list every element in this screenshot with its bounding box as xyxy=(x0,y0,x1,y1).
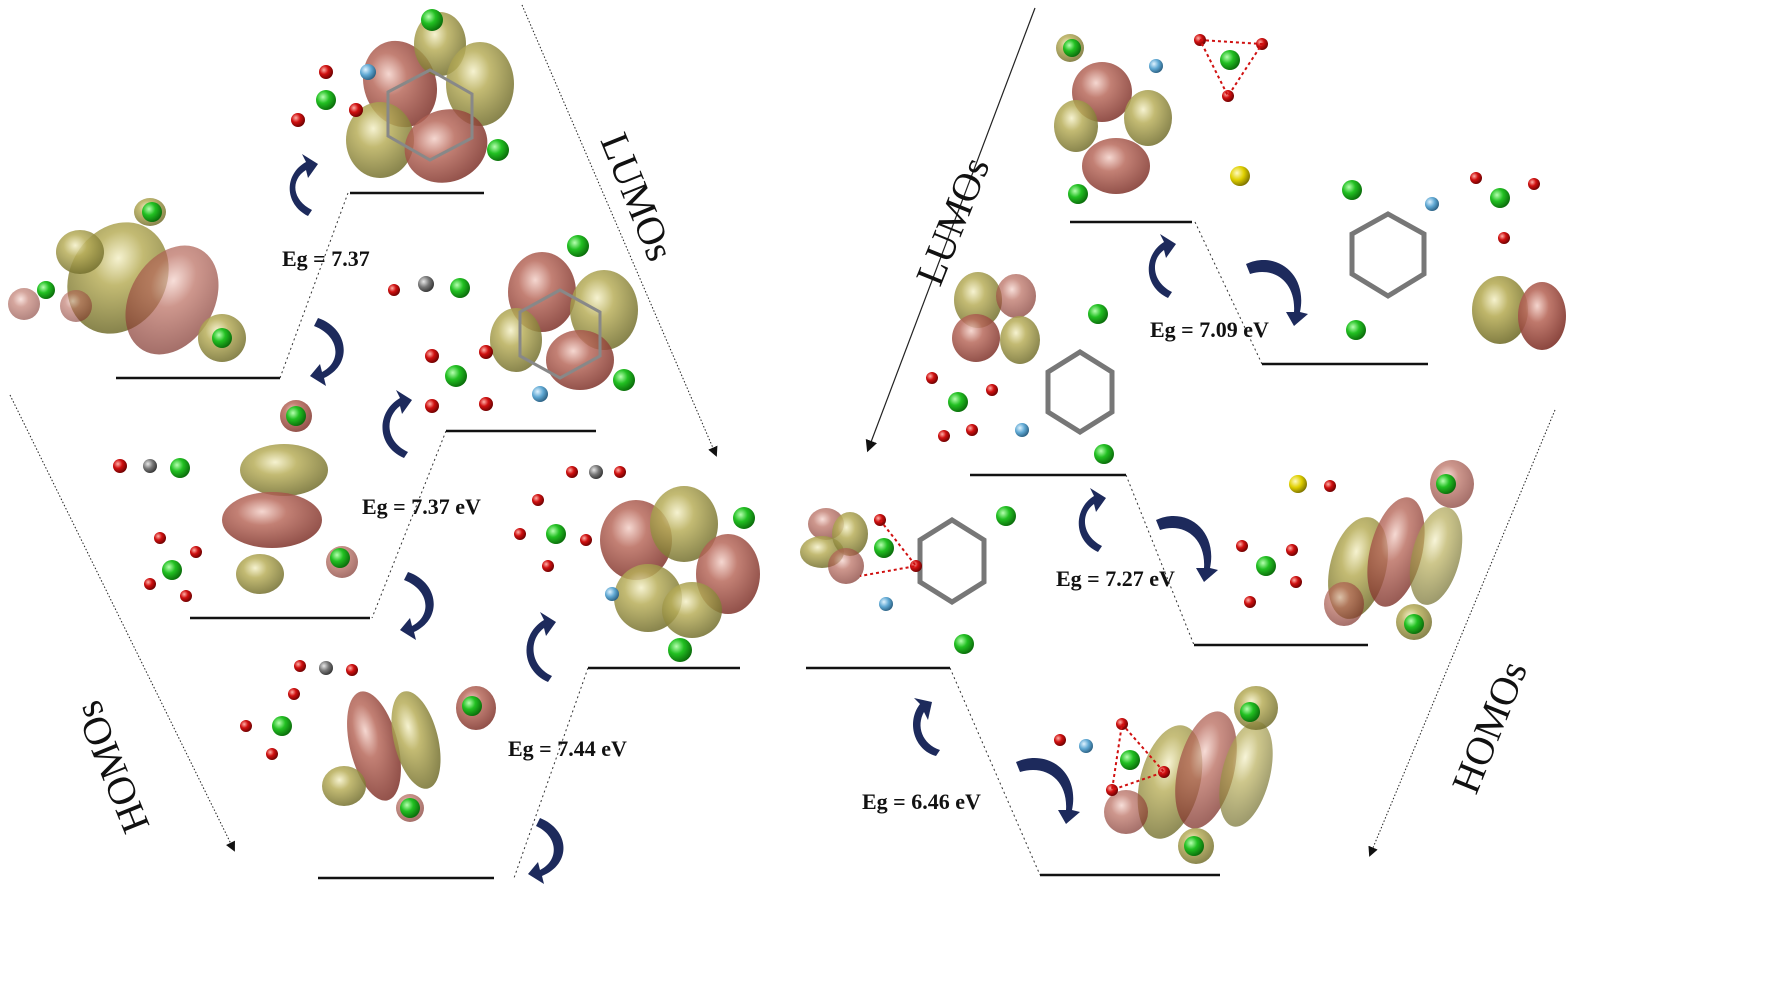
curved-arrow-icon xyxy=(310,318,344,386)
homos-label-right: HOMOs xyxy=(1443,655,1536,800)
curved-arrow-icon xyxy=(913,698,940,756)
energy-gap-l3: Eg = 7.44 eV xyxy=(508,736,627,761)
homos-label-left: HOMOs xyxy=(65,695,158,840)
energy-gap-l1: Eg = 7.37 xyxy=(282,246,370,271)
molecule-r3-lumo xyxy=(800,506,1016,654)
energy-gap-r1: Eg = 7.09 eV xyxy=(1150,317,1269,342)
curved-arrow-icon xyxy=(1246,259,1308,326)
molecule-r1-lumo xyxy=(1054,34,1268,204)
lumos-label-left: LUMOs xyxy=(592,127,684,267)
curved-arrow-icon xyxy=(526,612,556,682)
energy-levels xyxy=(116,191,1428,880)
molecule-r1-homo xyxy=(1342,172,1566,350)
curved-arrow-icon xyxy=(1016,757,1080,824)
energy-gap-r2: Eg = 7.27 eV xyxy=(1056,566,1175,591)
molecule-l3-lumo xyxy=(514,465,760,662)
curved-arrow-icon xyxy=(400,572,434,640)
molecule-r3-homo xyxy=(1054,686,1278,864)
molecule-r2-homo xyxy=(1236,460,1474,640)
curved-arrow-icon xyxy=(382,390,412,458)
curved-arrow-icon xyxy=(1078,488,1106,552)
molecule-r2-lumo xyxy=(926,272,1115,464)
transition-arrows xyxy=(289,154,1308,884)
molecule-l3-homo xyxy=(240,660,496,822)
curved-arrow-icon xyxy=(1156,515,1218,582)
molecule-l1-homo xyxy=(8,198,246,362)
lumo-guide-right xyxy=(865,7,1036,453)
lumos-label-right: LUMOs xyxy=(907,151,999,291)
homo-guide-left xyxy=(9,394,235,852)
curved-arrow-icon xyxy=(289,154,318,216)
molecule-l2-lumo xyxy=(388,235,638,413)
lumo-guide-left xyxy=(521,4,718,457)
energy-gap-l2: Eg = 7.37 eV xyxy=(362,494,481,519)
guide-lines xyxy=(9,4,1556,857)
curved-arrow-icon xyxy=(528,818,564,884)
energy-gap-r3: Eg = 6.46 eV xyxy=(862,789,981,814)
molecule-l2-homo xyxy=(113,400,358,602)
curved-arrow-icon xyxy=(1148,234,1176,298)
molecule-l1-lumo xyxy=(291,9,514,183)
level-connectors xyxy=(279,192,1263,879)
